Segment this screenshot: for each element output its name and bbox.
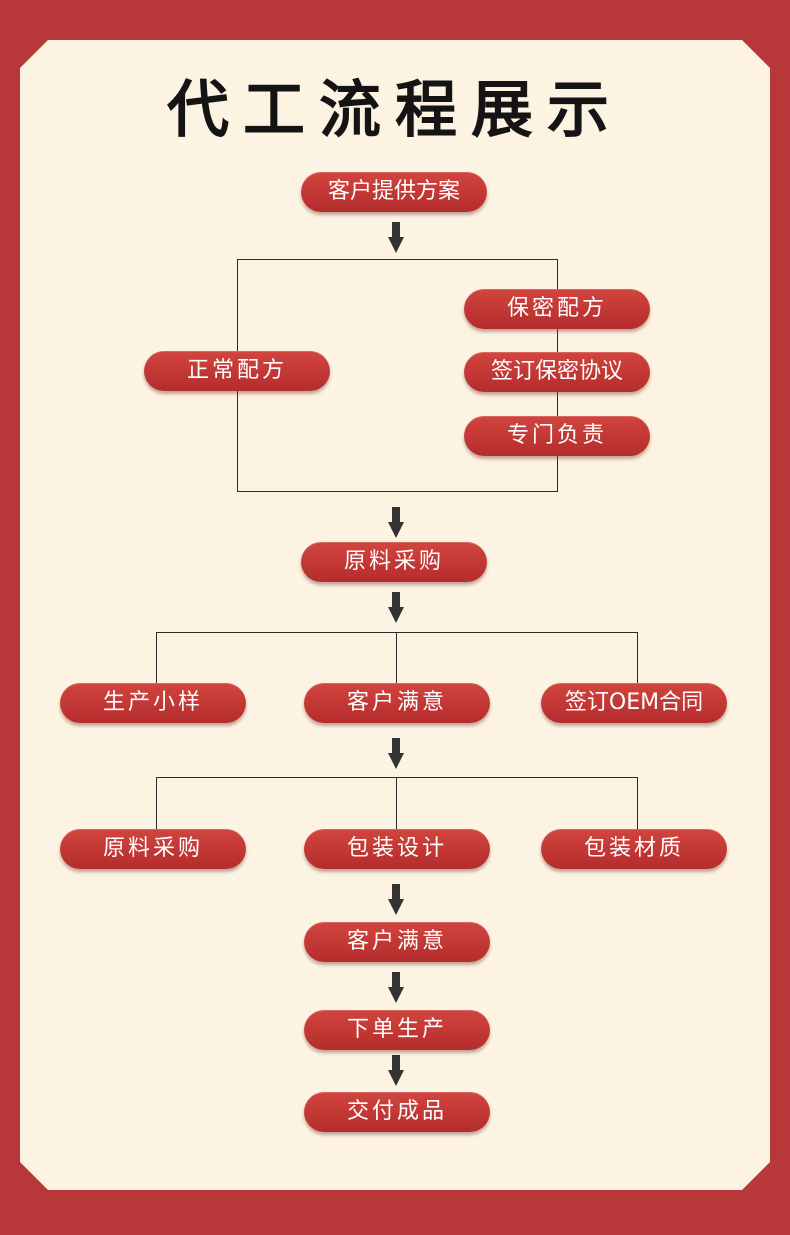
arrow-down-icon [388, 222, 404, 254]
step-sign-nda: 签订保密协议 [464, 352, 650, 392]
step-dedicated-staff: 专门负责 [464, 416, 650, 456]
step-material-purchase-2: 原料采购 [60, 829, 246, 869]
arrow-down-icon [388, 738, 404, 770]
connector-line [396, 632, 397, 684]
step-produce-sample: 生产小样 [60, 683, 246, 723]
step-sign-oem-contract: 签订OEM合同 [541, 683, 727, 723]
connector-line [237, 491, 558, 492]
page-title: 代工流程展示 [166, 73, 623, 146]
step-material-purchase: 原料采购 [301, 542, 487, 582]
step-place-order: 下单生产 [304, 1010, 490, 1050]
step-secret-formula: 保密配方 [464, 289, 650, 329]
connector-line [237, 259, 558, 260]
arrow-down-icon [388, 592, 404, 624]
connector-line [156, 632, 638, 633]
arrow-down-icon [388, 884, 404, 916]
step-client-satisfied-2: 客户满意 [304, 922, 490, 962]
connector-line [396, 777, 397, 829]
step-deliver-product: 交付成品 [304, 1092, 490, 1132]
arrow-down-icon [388, 972, 404, 1004]
arrow-down-icon [388, 507, 404, 539]
step-client-plan: 客户提供方案 [301, 172, 487, 212]
step-client-satisfied: 客户满意 [304, 683, 490, 723]
step-normal-formula: 正常配方 [144, 351, 330, 391]
step-package-material: 包装材质 [541, 829, 727, 869]
connector-line [156, 632, 157, 684]
arrow-down-icon [388, 1055, 404, 1087]
connector-line [637, 777, 638, 829]
connector-line [156, 777, 638, 778]
connector-line [156, 777, 157, 829]
connector-line [637, 632, 638, 684]
step-package-design: 包装设计 [304, 829, 490, 869]
